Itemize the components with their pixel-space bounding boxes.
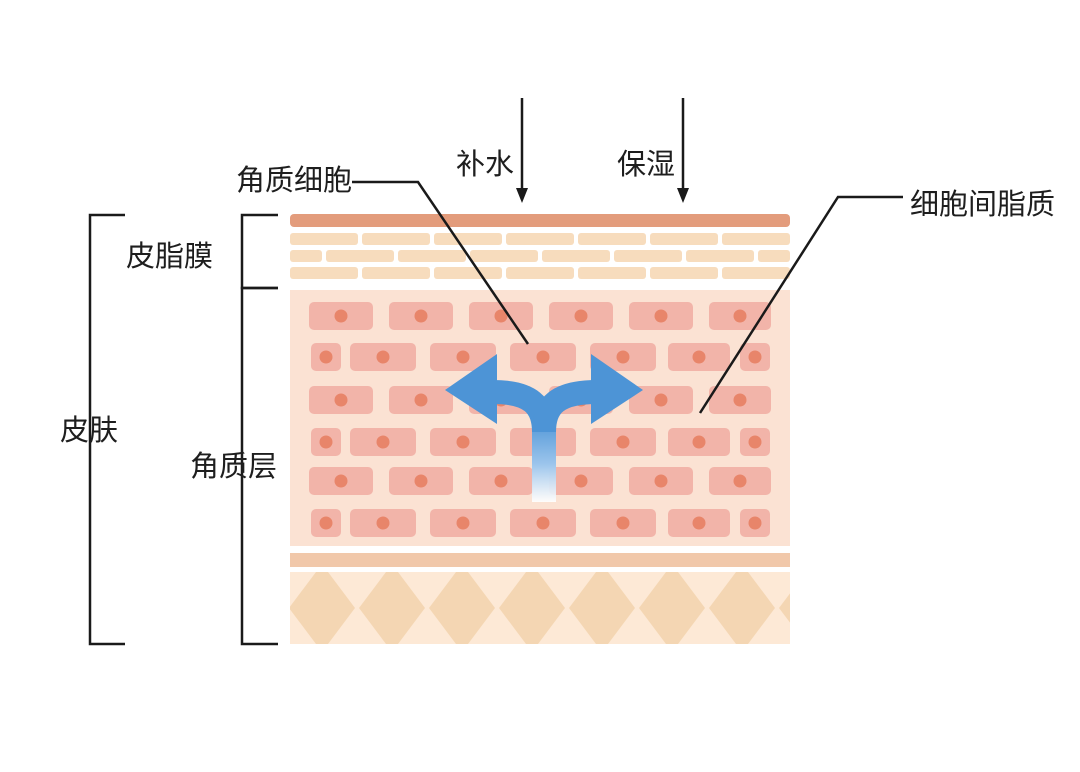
cell-nucleus <box>456 350 470 364</box>
sebum-film-label: 皮脂膜 <box>126 239 214 273</box>
sebum-brick <box>434 233 502 245</box>
cell-nucleus <box>748 516 762 530</box>
sebum-brick <box>362 267 430 279</box>
cell-nucleus <box>748 350 762 364</box>
split-arrow-icon <box>445 354 643 502</box>
cell-nucleus <box>414 393 428 407</box>
intercellular-lipid-label: 细胞间脂质 <box>910 187 1056 221</box>
cell-nucleus <box>334 393 348 407</box>
lattice-diamond <box>359 572 425 644</box>
down-arrow-icon <box>677 98 689 203</box>
cell-nucleus <box>692 435 706 449</box>
down-arrow-icon <box>516 98 528 203</box>
sebum-brick <box>722 267 790 279</box>
cell-nucleus <box>536 516 550 530</box>
keratinocyte-label: 角质细胞 <box>236 163 353 197</box>
sebum-brick <box>578 267 646 279</box>
sebum-brick <box>650 267 718 279</box>
cell-nucleus <box>376 435 390 449</box>
lattice-diamond <box>569 572 635 644</box>
cell-nucleus <box>494 474 508 488</box>
cell-nucleus <box>414 474 428 488</box>
moisturize-label: 保湿 <box>617 147 676 181</box>
lipid-leader-line <box>698 195 903 414</box>
cell-nucleus <box>733 309 747 323</box>
cell-nucleus <box>456 435 470 449</box>
lattice-diamond <box>290 572 355 644</box>
skin-label: 皮肤 <box>60 413 119 447</box>
sebum-brick <box>578 233 646 245</box>
cell-nucleus <box>616 350 630 364</box>
cell-nucleus <box>319 435 333 449</box>
cell-nucleus <box>733 393 747 407</box>
sebum-brick <box>506 233 574 245</box>
sebum-brick <box>434 267 502 279</box>
stratum-corneum-bracket <box>240 286 278 646</box>
lower-lattice-layer <box>290 572 790 644</box>
cell-nucleus <box>574 309 588 323</box>
cell-nucleus <box>616 516 630 530</box>
sebum-brick <box>290 267 358 279</box>
sebum-brick <box>470 250 538 262</box>
cell-nucleus <box>414 309 428 323</box>
cell-nucleus <box>494 309 508 323</box>
hydrate-label: 补水 <box>456 147 515 181</box>
cell-nucleus <box>574 474 588 488</box>
cell-nucleus <box>334 474 348 488</box>
top-sebum-band <box>290 214 790 227</box>
cell-nucleus <box>733 474 747 488</box>
sebum-brick <box>362 233 430 245</box>
cell-nucleus <box>654 474 668 488</box>
dermis-separator-band <box>290 553 790 567</box>
sebum-brick <box>326 250 394 262</box>
lattice-diamond <box>779 593 790 623</box>
sebum-brick <box>758 250 790 262</box>
cell-nucleus <box>376 516 390 530</box>
lattice-diamond <box>499 572 565 644</box>
cell-nucleus <box>654 393 668 407</box>
sebum-brick <box>398 250 466 262</box>
sebum-brick <box>650 233 718 245</box>
lattice-diamond <box>639 572 705 644</box>
sebum-brick <box>542 250 610 262</box>
sebum-brick <box>686 250 754 262</box>
cell-nucleus <box>748 435 762 449</box>
cell-nucleus <box>692 516 706 530</box>
keratinocyte-cells <box>309 302 771 537</box>
sebum-brick <box>290 250 322 262</box>
keratinocyte-leader-line <box>352 180 530 345</box>
sebum-film-bricks <box>290 233 790 279</box>
cell-nucleus <box>692 350 706 364</box>
cell-nucleus <box>334 309 348 323</box>
sebum-film-bracket <box>240 213 278 290</box>
sebum-brick <box>722 233 790 245</box>
cell-nucleus <box>319 516 333 530</box>
skin-bracket <box>88 213 125 646</box>
sebum-brick <box>614 250 682 262</box>
cell-nucleus <box>536 350 550 364</box>
cell-nucleus <box>616 435 630 449</box>
sebum-brick <box>290 233 358 245</box>
lattice-diamond <box>429 572 495 644</box>
cell-nucleus <box>376 350 390 364</box>
cell-nucleus <box>654 309 668 323</box>
lattice-diamond <box>709 572 775 644</box>
sebum-brick <box>506 267 574 279</box>
stratum-corneum-label: 角质层 <box>190 449 278 483</box>
cell-nucleus <box>456 516 470 530</box>
cell-nucleus <box>319 350 333 364</box>
